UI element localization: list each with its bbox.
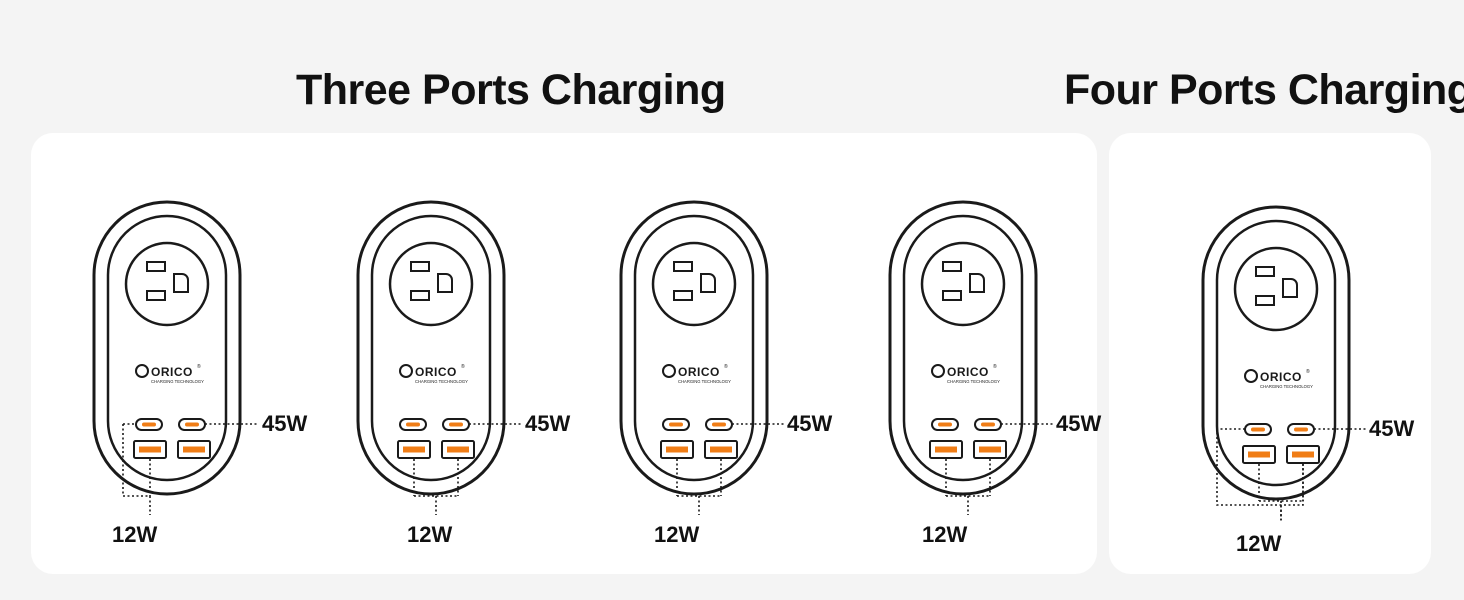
usb-a-indicator	[139, 446, 161, 453]
charger-illustration: ORICO ® CHARGING TECHNOLOGY	[1201, 205, 1367, 523]
ac-outlet	[920, 241, 1006, 327]
usb-a-indicator	[1248, 451, 1270, 458]
callout-12w-bracket	[1216, 428, 1304, 523]
power-label-45w: 45W	[787, 411, 833, 436]
outlet-slot	[410, 290, 430, 301]
orico-logo-tagline: CHARGING TECHNOLOGY	[151, 379, 204, 384]
outlet-slot	[942, 290, 962, 301]
usb-a-indicator	[666, 446, 688, 453]
callout-12w	[945, 459, 991, 515]
charger-illustration: ORICO ® CHARGING TECHNOLOGY	[619, 200, 785, 515]
orico-logo-text: ORICO	[1260, 370, 1302, 384]
power-label-12w: 12W	[112, 522, 158, 547]
orico-logo-tagline: CHARGING TECHNOLOGY	[678, 379, 731, 384]
outlet-slot	[410, 261, 430, 272]
outlet-slot	[1255, 266, 1275, 277]
charger-device-2: ORICO ® CHARGING TECHNOLOGY	[340, 190, 660, 570]
orico-logo-mark: ®	[461, 363, 465, 370]
power-label-12w: 12W	[1236, 531, 1282, 556]
power-label-45w: 45W	[525, 411, 571, 436]
callout-12w	[122, 423, 151, 515]
orico-logo-text: ORICO	[415, 365, 457, 379]
orico-logo-text: ORICO	[678, 365, 720, 379]
usb-c-indicator	[981, 422, 995, 427]
usb-a-indicator	[935, 446, 957, 453]
ground-pin	[1282, 278, 1298, 298]
charger-illustration: ORICO ® CHARGING TECHNOLOGY	[356, 200, 522, 515]
ac-outlet	[651, 241, 737, 327]
charger-illustration: ORICO ® CHARGING TECHNOLOGY	[888, 200, 1054, 515]
outlet-slot	[673, 261, 693, 272]
charger-device-1: ORICO ® CHARGING TECHNOLOGY	[76, 190, 396, 570]
orico-logo-mark: ®	[197, 363, 201, 370]
orico-logo-icon	[399, 364, 413, 378]
power-label-45w: 45W	[1369, 416, 1415, 441]
usb-c-indicator	[406, 422, 420, 427]
usb-c-indicator	[185, 422, 199, 427]
usb-a-indicator	[1292, 451, 1314, 458]
usb-c-indicator	[142, 422, 156, 427]
usb-a-indicator	[979, 446, 1001, 453]
outlet-slot	[942, 261, 962, 272]
power-label-12w: 12W	[922, 522, 968, 547]
orico-logo-mark: ®	[724, 363, 728, 370]
three-ports-title: Three Ports Charging	[296, 66, 726, 114]
orico-logo-icon	[135, 364, 149, 378]
outlet-slot	[673, 290, 693, 301]
orico-logo-text: ORICO	[151, 365, 193, 379]
ac-outlet	[124, 241, 210, 327]
outlet-slot	[146, 290, 166, 301]
callout-12w	[676, 459, 722, 515]
power-label-45w: 45W	[1056, 411, 1102, 436]
charger-device-5: ORICO ® CHARGING TECHNOLOGY	[1185, 195, 1464, 575]
ground-pin	[437, 273, 453, 293]
ground-pin	[969, 273, 985, 293]
orico-logo-tagline: CHARGING TECHNOLOGY	[415, 379, 468, 384]
usb-c-indicator	[449, 422, 463, 427]
usb-a-indicator	[447, 446, 469, 453]
orico-logo-mark: ®	[993, 363, 997, 370]
charger-illustration: ORICO ® CHARGING TECHNOLOGY	[92, 200, 258, 515]
power-label-12w: 12W	[654, 522, 700, 547]
orico-logo-tagline: CHARGING TECHNOLOGY	[947, 379, 1000, 384]
ac-outlet	[388, 241, 474, 327]
outlet-slot	[146, 261, 166, 272]
orico-logo-mark: ®	[1306, 368, 1310, 375]
orico-logo-icon	[662, 364, 676, 378]
ground-pin	[173, 273, 189, 293]
callout-12w	[413, 459, 459, 515]
usb-c-indicator	[938, 422, 952, 427]
charger-device-3: ORICO ® CHARGING TECHNOLOGY	[603, 190, 923, 570]
ground-pin	[700, 273, 716, 293]
usb-a-indicator	[403, 446, 425, 453]
power-label-12w: 12W	[407, 522, 453, 547]
usb-c-indicator	[712, 422, 726, 427]
usb-a-indicator	[183, 446, 205, 453]
charger-device-4: ORICO ® CHARGING TECHNOLOGY	[872, 190, 1192, 570]
usb-c-indicator	[1251, 427, 1265, 432]
four-ports-title: Four Ports Charging	[1064, 66, 1464, 114]
orico-logo-text: ORICO	[947, 365, 989, 379]
ac-outlet	[1233, 246, 1319, 332]
orico-logo-tagline: CHARGING TECHNOLOGY	[1260, 384, 1313, 389]
usb-c-indicator	[1294, 427, 1308, 432]
outlet-slot	[1255, 295, 1275, 306]
usb-c-indicator	[669, 422, 683, 427]
orico-logo-icon	[1244, 369, 1258, 383]
power-label-45w: 45W	[262, 411, 308, 436]
orico-logo-icon	[931, 364, 945, 378]
usb-a-indicator	[710, 446, 732, 453]
